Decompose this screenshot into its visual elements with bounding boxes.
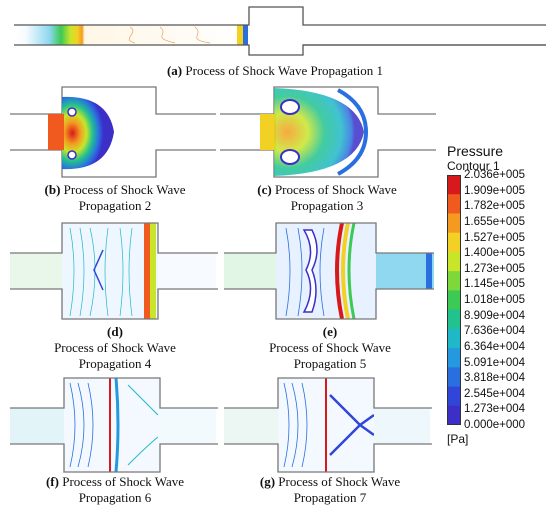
- legend-level-label: 1.655e+005: [464, 215, 526, 228]
- legend-level-label: 2.036e+005: [464, 169, 526, 181]
- caption-g: (g) Process of Shock Wave Propagation 7: [259, 474, 401, 505]
- colorbar-segment: [447, 232, 461, 253]
- colorbar-segment: [447, 194, 461, 214]
- colorbar-segment: [447, 290, 461, 311]
- colorbar-segment: [447, 348, 461, 368]
- colorbar-border: [447, 175, 461, 425]
- pipe-field: [160, 408, 216, 444]
- pressure-contour: [283, 382, 308, 468]
- caption-f: (f) Process of Shock Wave Propagation 6: [45, 474, 185, 505]
- pipe-field: [260, 114, 276, 150]
- shock-front: [329, 394, 375, 456]
- domain-outline: [224, 222, 434, 320]
- shock-front: [237, 25, 243, 45]
- colorbar-segment: [447, 309, 461, 330]
- shock-front: [93, 249, 104, 291]
- shock-front: [335, 222, 344, 320]
- shock-front: [341, 222, 350, 320]
- legend-level-label: 1.273e+005: [464, 262, 526, 275]
- legend-level-label: 1.400e+005: [464, 247, 526, 260]
- chamber-field: [64, 378, 160, 472]
- domain-outline: [10, 377, 218, 473]
- legend-level-label: 1.909e+005: [464, 184, 526, 197]
- pressure-contour: [128, 26, 211, 44]
- caption-a: (a) Process of Shock Wave Propagation 1: [166, 63, 384, 78]
- chamber-field: [276, 223, 376, 319]
- legend-level-label: 2.545e+004: [464, 387, 526, 400]
- shock-front: [114, 377, 120, 473]
- shock-front: [347, 222, 356, 320]
- legend-level-label: 0.000e+000: [464, 419, 526, 431]
- contour-plot-b: [10, 86, 216, 178]
- contour-plot-c: [220, 86, 436, 178]
- domain-outline: [10, 222, 218, 320]
- colorbar-segment: [447, 175, 461, 195]
- legend-level-label: 1.527e+005: [464, 231, 526, 244]
- legend-level-label: 5.091e+004: [464, 356, 526, 369]
- pipe-field: [224, 408, 278, 444]
- legend-title: Pressure: [447, 143, 504, 159]
- pipe-field: [10, 253, 62, 289]
- legend-colorbar: [447, 175, 461, 425]
- pressure-contour: [285, 227, 325, 317]
- vortex: [280, 149, 300, 165]
- colorbar-segment: [447, 328, 461, 349]
- legend-level-label: 1.273e+004: [464, 403, 526, 416]
- legend-level-label: 7.636e+004: [464, 325, 526, 338]
- legend-level-label: 3.818e+004: [464, 372, 526, 385]
- vortex: [67, 107, 77, 117]
- pipe-field: [224, 253, 276, 289]
- caption-d: (d) Process of Shock Wave Propagation 4: [54, 324, 176, 371]
- vortex: [67, 150, 77, 160]
- shock-front: [337, 88, 369, 176]
- caption-c: (c) Process of Shock Wave Propagation 3: [257, 182, 397, 213]
- caption-e: (e) Process of Shock Wave Propagation 5: [269, 324, 391, 371]
- pipe-field: [376, 253, 434, 289]
- vortex: [280, 99, 300, 115]
- colorbar-segment: [447, 386, 461, 407]
- legend-level-label: 1.018e+005: [464, 294, 526, 306]
- vortex: [302, 229, 318, 313]
- pipe-field: [48, 114, 64, 150]
- pipe-field: [10, 408, 64, 444]
- colorbar-segment: [447, 405, 461, 425]
- legend-level-label: 8.909e+004: [464, 309, 526, 322]
- chamber-field: [62, 223, 158, 319]
- pressure-contour: [69, 382, 94, 468]
- pipe-field: [158, 253, 216, 289]
- caption-b: (b) Process of Shock Wave Propagation 2: [44, 182, 186, 213]
- shock-front: [426, 253, 432, 289]
- colorbar-segment: [447, 271, 461, 291]
- shock-front: [243, 25, 248, 45]
- legend-unit: [Pa]: [447, 432, 469, 446]
- contour-plot-g: [224, 377, 432, 473]
- pressure-contour: [127, 384, 159, 466]
- legend-subtitle: Contour 1: [447, 159, 500, 173]
- legend-level-label: 1.782e+005: [464, 200, 526, 213]
- colorbar-segment: [447, 213, 461, 234]
- colorbar-segment: [447, 367, 461, 388]
- shock-front: [144, 223, 150, 319]
- domain-outline: [224, 377, 432, 473]
- contour-plot-a: [14, 6, 546, 56]
- contour-plot-e: [224, 222, 434, 320]
- legend-level-label: 6.364e+004: [464, 340, 526, 353]
- colorbar-segment: [447, 251, 461, 272]
- legend-level-label: 1.145e+005: [464, 278, 526, 291]
- contour-plot-d: [10, 222, 218, 320]
- pipe-field: [374, 408, 430, 444]
- contour-plot-f: [10, 377, 218, 473]
- shock-front: [150, 223, 156, 319]
